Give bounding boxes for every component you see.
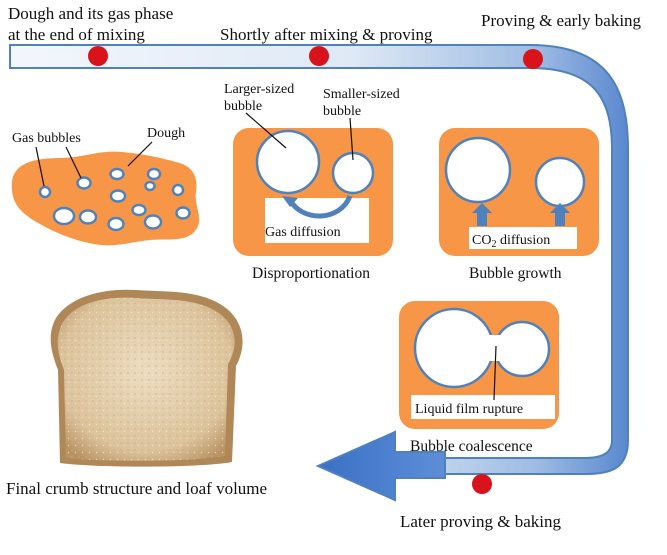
- bread-slice-image: [50, 289, 243, 467]
- coalescence-panel: Liquid film rupture Bubble coalescence: [399, 301, 559, 455]
- gas-diffusion-label: Gas diffusion: [265, 225, 341, 240]
- coalescing-bubble-large: [413, 307, 495, 389]
- stage-marker-end-of-mixing: [88, 46, 108, 66]
- stage-label-later-proving: Later proving & baking: [400, 512, 561, 531]
- coalescing-bubble-small: [493, 320, 551, 378]
- film-rupture-label: Liquid film rupture: [415, 402, 523, 417]
- stage-label-end-of-mixing-1: Dough and its gas phase: [8, 4, 173, 23]
- stage-marker-after-mixing: [309, 46, 329, 66]
- smaller-bubble-pointer: [349, 117, 354, 161]
- gas-bubbles-pointer-2: [65, 146, 82, 179]
- bubble-growth-panel: CO2 diffusion Bubble growth: [439, 128, 599, 282]
- larger-bubble: [255, 129, 321, 195]
- stage-label-end-of-mixing-2: at the end of mixing: [8, 25, 145, 44]
- process-path: [9, 44, 629, 502]
- process-arrow-head: [315, 430, 446, 502]
- smaller-bubble-label-2: bubble: [323, 104, 361, 119]
- dough-pointer: [127, 141, 153, 167]
- coalescence-caption: Bubble coalescence: [410, 438, 533, 455]
- co2-diffusion-label: CO2 diffusion: [472, 233, 550, 250]
- co2-arrow-right: [550, 203, 570, 226]
- gas-bubbles-pointer-1: [35, 146, 45, 187]
- dough-label: Dough: [147, 126, 185, 141]
- disproportionation-caption: Disproportionation: [252, 265, 370, 282]
- film-rupture-pointer: [493, 345, 497, 401]
- larger-bubble-pointer: [245, 112, 287, 149]
- smaller-bubble-label-1: Smaller-sized: [323, 87, 400, 102]
- stage-label-early-baking: Proving & early baking: [481, 11, 642, 30]
- larger-bubble-label-1: Larger-sized: [224, 82, 294, 97]
- bubble-growth-caption: Bubble growth: [469, 265, 562, 282]
- disproportionation-panel: Gas diffusion Larger-sized bubble Smalle…: [224, 82, 400, 282]
- film-rupture-label-box: [411, 395, 555, 419]
- gas-bubbles-label: Gas bubbles: [12, 131, 81, 146]
- co2-arrow-left: [472, 203, 492, 226]
- stage-label-after-mixing: Shortly after mixing & proving: [220, 25, 433, 44]
- stage-label-final: Final crumb structure and loaf volume: [6, 479, 267, 498]
- dough-bubbles: [38, 167, 191, 232]
- stage-marker-later-proving: [472, 474, 492, 494]
- gas-diffusion-label-box: [265, 198, 369, 243]
- film-gap: [487, 335, 501, 361]
- stage-marker-early-baking: [523, 49, 543, 69]
- gas-diffusion-arrow: [287, 194, 353, 219]
- small-growing-bubble: [534, 156, 586, 208]
- large-growing-bubble: [444, 136, 512, 204]
- larger-bubble-label-2: bubble: [224, 99, 262, 114]
- co2-diffusion-label-box: [469, 227, 577, 249]
- bread-texture: [57, 297, 235, 461]
- dough-panel: Gas bubbles Dough: [11, 126, 200, 246]
